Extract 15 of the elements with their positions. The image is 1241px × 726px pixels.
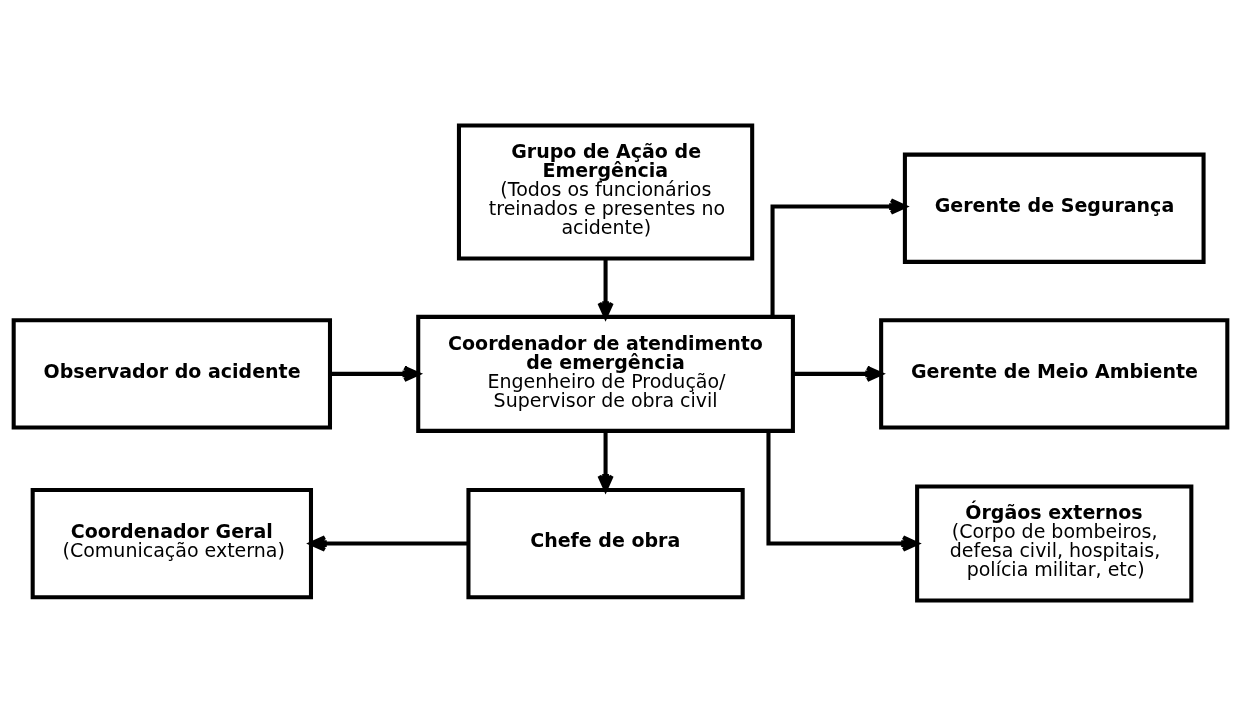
node-box: Coordenador de atendimento de emergência Engenheiro de Produção/ Supervisor de obra civil [416,314,795,433]
arrow [330,365,421,382]
node-box: Grupo de Ação de Emergência (Todos os funcionários treinados e presentes no acidente) [456,123,755,261]
arrow [770,198,907,317]
node-box: Observador do acidente [11,318,333,430]
arrow [597,258,614,319]
node-box: Órgãos externos (Corpo de bombeiros, defesa civil, hospitais, polícia militar, etc) [915,484,1194,603]
arrow [597,431,614,492]
arrow [766,431,919,552]
node-box: Gerente de Segurança [902,152,1206,264]
node-box: Chefe de obra [466,487,745,600]
node-box: Gerente de Meio Ambiente [879,318,1230,430]
node-box: Coordenador Geral (Comunicação externa) [30,487,313,600]
arrow [309,535,469,552]
arrow [793,365,883,382]
